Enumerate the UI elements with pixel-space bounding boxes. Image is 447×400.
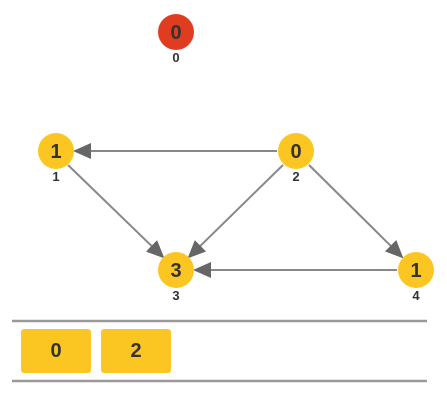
graph-node-3: 3 3 (158, 252, 194, 303)
active-node-circle (158, 14, 194, 50)
active-node-value: 0 (170, 22, 181, 44)
node-circle (38, 133, 74, 169)
node-value: 0 (290, 141, 301, 163)
node-value: 3 (170, 260, 181, 282)
node-index: 3 (172, 288, 179, 303)
edge-layer (67, 143, 404, 278)
graph-node-2: 0 2 (278, 133, 314, 184)
edge-1-to-3 (67, 164, 165, 259)
graph-node-4: 1 4 (398, 252, 434, 303)
node-circle (398, 252, 434, 288)
node-index: 4 (412, 288, 420, 303)
active-node: 0 0 (158, 14, 194, 65)
node-value: 1 (50, 141, 61, 163)
active-node-index: 0 (172, 50, 179, 65)
node-circle (158, 252, 194, 288)
node-index: 2 (292, 169, 299, 184)
queue-item: 2 (101, 329, 171, 373)
queue-item: 0 (21, 329, 91, 373)
node-value: 1 (410, 260, 421, 282)
node-index: 1 (52, 169, 59, 184)
edge-2-to-3 (187, 164, 284, 259)
node-circle (278, 133, 314, 169)
graph-node-1: 1 1 (38, 133, 74, 184)
edge-2-to-4 (308, 164, 404, 259)
